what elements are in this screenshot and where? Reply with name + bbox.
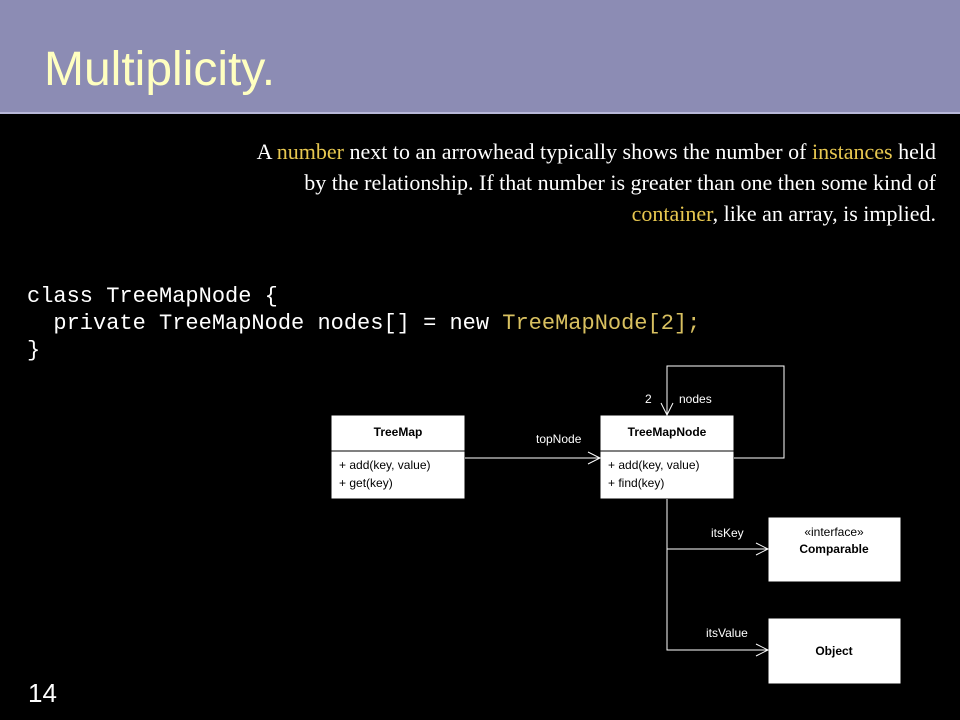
- description-text: A number next to an arrowhead typically …: [240, 136, 936, 229]
- treemapnode-name: TreeMapNode: [628, 425, 707, 439]
- comparable-name: Comparable: [799, 542, 869, 556]
- nodes-multiplicity: 2: [645, 392, 652, 406]
- code-block: class TreeMapNode { private TreeMapNode …: [27, 283, 700, 364]
- code-line-3: }: [27, 338, 41, 363]
- interface-comparable: «interface» Comparable: [767, 516, 902, 583]
- slide-title: Multiplicity.: [44, 43, 276, 96]
- slide-number: 14: [28, 678, 57, 708]
- highlighted-term: instances: [811, 139, 893, 164]
- object-box: [767, 617, 902, 685]
- description-segment: next to an arrowhead typically shows the…: [343, 139, 812, 164]
- topnode-arrowhead: [587, 451, 602, 465]
- class-object: Object: [767, 617, 902, 685]
- description-segment: A: [256, 139, 277, 164]
- association-topnode: [465, 451, 602, 465]
- object-name: Object: [815, 644, 852, 658]
- slide-header: Multiplicity.: [0, 0, 960, 114]
- treemap-method-2: + get(key): [339, 476, 393, 490]
- comparable-stereotype: «interface»: [804, 525, 864, 539]
- highlighted-term: number: [276, 139, 344, 164]
- itsvalue-arrowhead: [755, 643, 770, 657]
- comparable-box: [767, 516, 902, 583]
- treemap-box: [330, 414, 466, 500]
- description-segment: held by the relationship. If that number…: [304, 139, 936, 195]
- treemap-name: TreeMap: [374, 425, 423, 439]
- nodes-label: nodes: [679, 392, 712, 406]
- class-treemap: TreeMap + add(key, value) + get(key): [330, 414, 466, 500]
- class-treemapnode: TreeMapNode + add(key, value) + find(key…: [599, 414, 735, 500]
- itskey-arrowhead: [755, 542, 770, 556]
- code-line-1: class TreeMapNode {: [27, 284, 278, 309]
- treemapnode-method-1: + add(key, value): [608, 458, 700, 472]
- nodes-line: [666, 365, 785, 459]
- treemapnode-box: [599, 414, 735, 500]
- itsvalue-label: itsValue: [706, 626, 748, 640]
- itskey-label: itsKey: [711, 526, 744, 540]
- association-nodes: [660, 365, 785, 459]
- topnode-label: topNode: [536, 432, 582, 446]
- description-segment: , like an array, is implied.: [712, 201, 936, 226]
- association-key-value: [666, 499, 770, 657]
- highlighted-term: container: [631, 201, 713, 226]
- nodes-arrowhead: [660, 402, 674, 417]
- treemap-method-1: + add(key, value): [339, 458, 431, 472]
- code-line-2-prefix: private TreeMapNode nodes[] = new: [27, 311, 503, 336]
- treemapnode-method-2: + find(key): [608, 476, 664, 490]
- code-line-2-highlight: TreeMapNode[2];: [502, 311, 701, 336]
